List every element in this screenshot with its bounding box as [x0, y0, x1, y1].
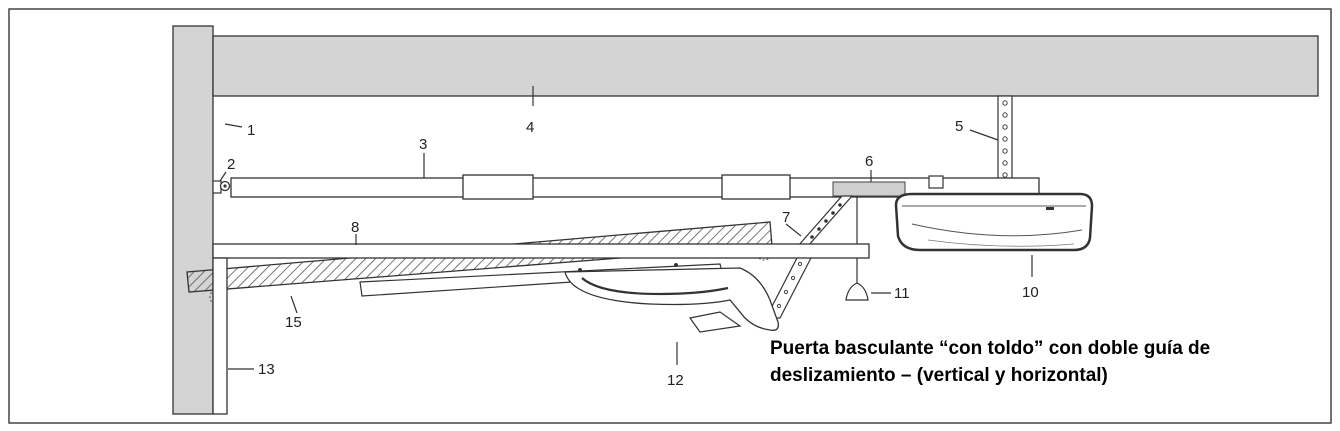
label-4: 4: [526, 119, 534, 136]
label-2: 2: [227, 156, 235, 173]
label-6: 6: [865, 153, 873, 170]
label-15: 15: [285, 314, 302, 331]
outer-frame: [8, 8, 1332, 424]
label-8: 8: [351, 219, 359, 236]
emergency-release: [845, 196, 869, 301]
label-1: 1: [247, 122, 255, 139]
horizontal-guide: [212, 243, 870, 259]
caption-line-2: deslizamiento – (vertical y horizontal): [770, 365, 1108, 386]
label-13: 13: [258, 361, 275, 378]
door-bracket-body: [564, 267, 779, 333]
ceiling: [212, 35, 1319, 97]
vertical-guide: [212, 257, 228, 415]
motor-unit: [894, 192, 1094, 252]
label-7: 7: [782, 209, 790, 226]
leader-lines: [219, 86, 1033, 370]
label-11: 11: [894, 285, 910, 302]
wall: [172, 25, 214, 415]
label-5: 5: [955, 118, 963, 135]
caption-line-1: Puerta basculante “con toldo” con doble …: [770, 338, 1210, 359]
label-10: 10: [1022, 284, 1039, 301]
door-arm: [765, 195, 854, 319]
label-3: 3: [419, 136, 427, 153]
trolley: [832, 181, 906, 197]
header-bracket: [212, 180, 231, 194]
label-12: 12: [667, 372, 684, 389]
